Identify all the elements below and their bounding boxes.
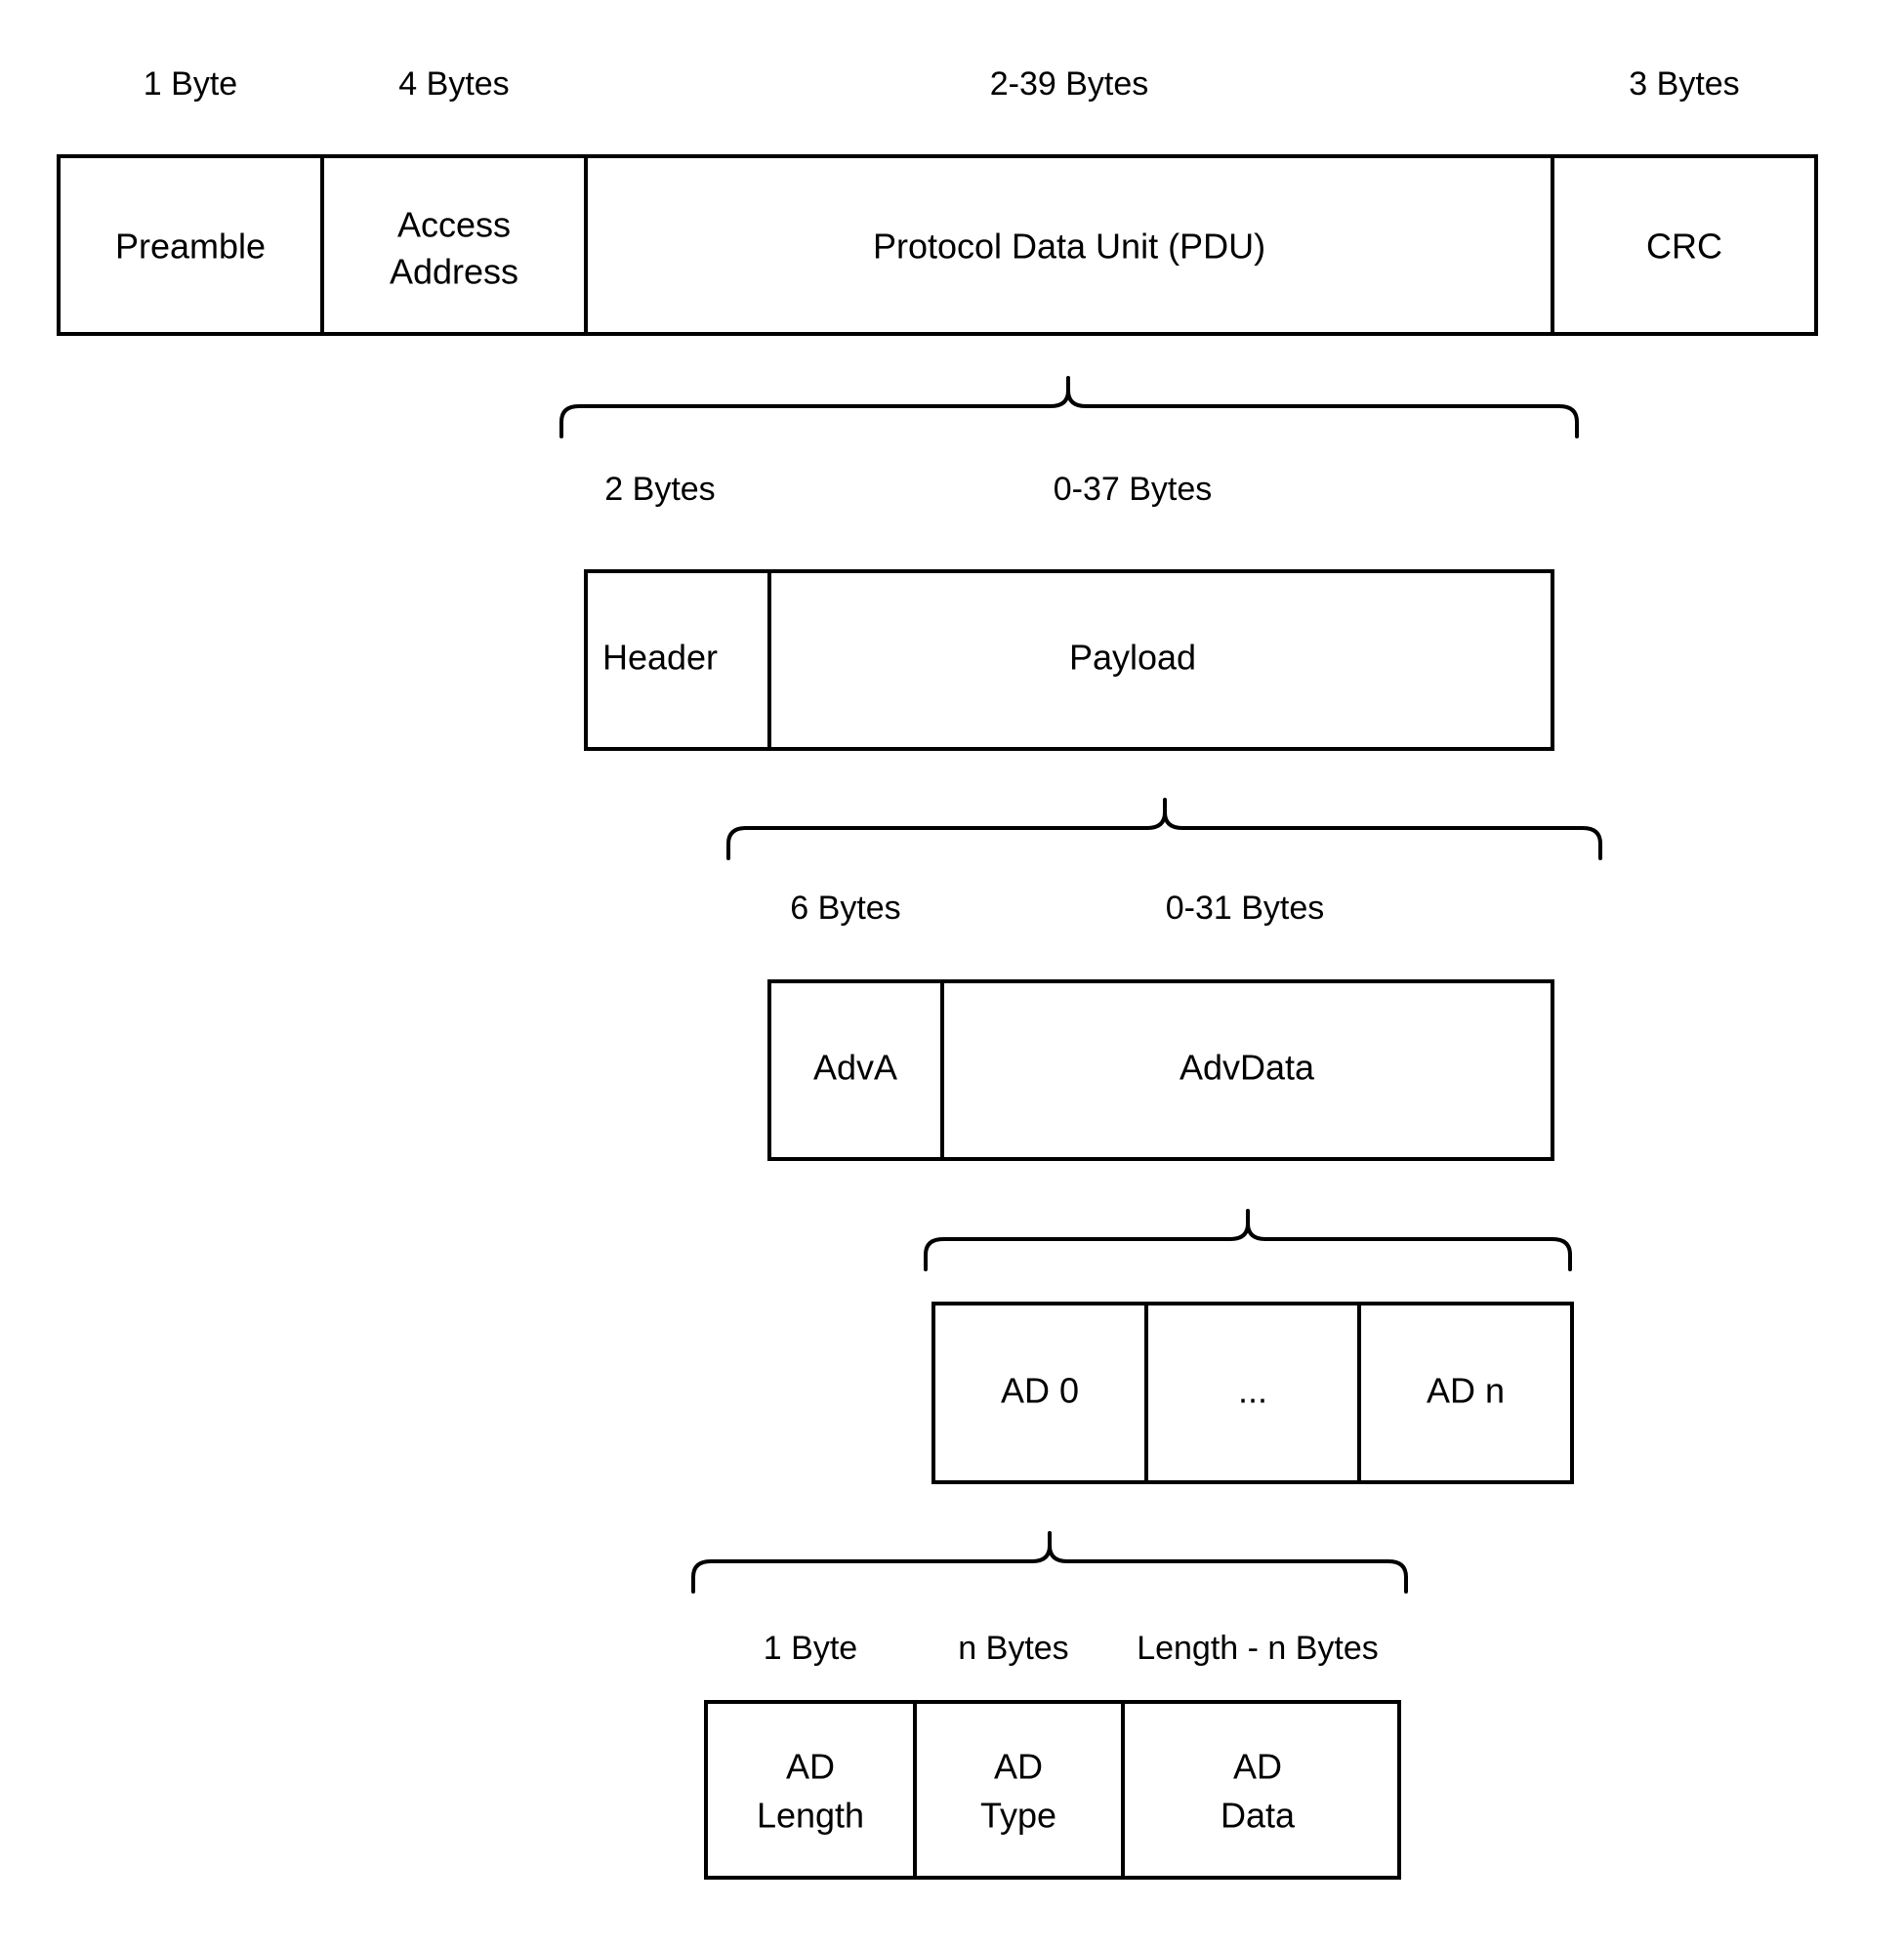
- cell-ad-type-line2: Type: [980, 1796, 1056, 1836]
- size-label-ad-length: 1 Byte: [764, 1630, 857, 1667]
- size-label-payload: 0-37 Bytes: [1054, 471, 1213, 508]
- packet-row-pdu: [584, 569, 1554, 751]
- size-label-advdata: 0-31 Bytes: [1166, 890, 1325, 927]
- cell-access-address-line1: Access: [397, 205, 511, 245]
- size-label-pdu: 2-39 Bytes: [990, 65, 1149, 103]
- cell-preamble: Preamble: [115, 227, 266, 267]
- cell-ad-ellipsis: ...: [1238, 1371, 1267, 1411]
- size-label-adva: 6 Bytes: [790, 890, 900, 927]
- size-label-ad-type: n Bytes: [958, 1630, 1068, 1667]
- size-label-preamble: 1 Byte: [144, 65, 237, 103]
- brace-pdu-expand: [559, 376, 1579, 438]
- cell-crc: CRC: [1646, 227, 1722, 267]
- cell-protocol-data-unit: Protocol Data Unit (PDU): [873, 227, 1265, 267]
- cell-ad-data-line2: Data: [1221, 1796, 1296, 1836]
- cell-access-address-line2: Address: [390, 252, 518, 292]
- cell-ad-type-line1: AD: [994, 1747, 1043, 1787]
- packet-row-ad-structure: [704, 1700, 1401, 1880]
- cell-payload: Payload: [1069, 638, 1196, 678]
- cell-header: Header: [602, 638, 718, 678]
- cell-ad-data-line1: AD: [1233, 1747, 1282, 1787]
- level-link-layer-packet: 1 Byte 4 Bytes 2-39 Bytes 3 Bytes Preamb…: [57, 65, 1818, 336]
- level-ad-structure: 1 Byte n Bytes Length - n Bytes AD Lengt…: [704, 1630, 1401, 1880]
- size-label-ad-data: Length - n Bytes: [1137, 1630, 1379, 1667]
- level-pdu: 2 Bytes 0-37 Bytes Header Payload: [584, 471, 1554, 751]
- cell-ad-n: AD n: [1427, 1371, 1505, 1411]
- cell-ad-0: AD 0: [1001, 1371, 1079, 1411]
- packet-row-payload: [767, 979, 1554, 1161]
- packet-row-link-layer: [57, 154, 1818, 336]
- size-label-header: 2 Bytes: [604, 471, 715, 508]
- size-label-crc: 3 Bytes: [1629, 65, 1739, 103]
- brace-advdata-expand: [924, 1209, 1572, 1271]
- cell-adva: AdvA: [813, 1048, 897, 1088]
- brace-payload-expand: [726, 798, 1602, 860]
- cell-ad-length-line2: Length: [757, 1796, 864, 1836]
- size-label-access-address: 4 Bytes: [398, 65, 509, 103]
- level-payload: 6 Bytes 0-31 Bytes AdvA AdvData: [767, 890, 1554, 1161]
- brace-ad-expand: [691, 1531, 1408, 1594]
- level-advdata: AD 0 ... AD n: [931, 1302, 1574, 1484]
- cell-advdata: AdvData: [1180, 1048, 1315, 1088]
- cell-ad-length-line1: AD: [786, 1747, 835, 1787]
- packet-row-advdata: [931, 1302, 1574, 1484]
